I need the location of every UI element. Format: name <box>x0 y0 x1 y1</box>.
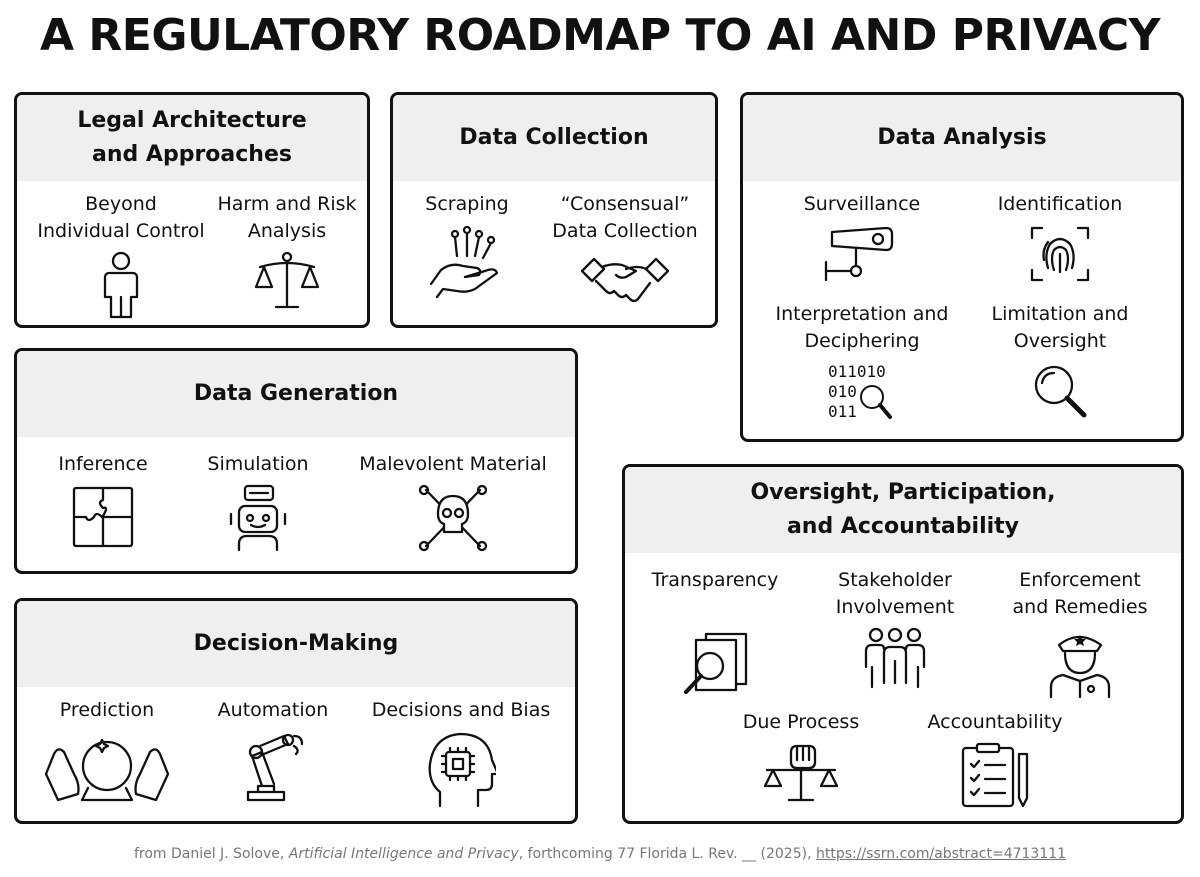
item-simulation: Simulation <box>183 451 333 552</box>
panel-data-collection: Data Collection Scraping “Consensual” Da… <box>390 92 718 328</box>
item-label: Harm and Risk Analysis <box>217 193 357 242</box>
robot-icon <box>229 484 287 552</box>
item-label: Automation <box>217 699 329 721</box>
panel-legal-architecture: Legal Architecture and Approaches Beyond… <box>14 92 370 328</box>
item-interpretation-deciphering: Interpretation and Deciphering 011010 01… <box>759 301 965 421</box>
robotic-arm-icon <box>246 733 304 802</box>
panel-title: Legal Architecture and Approaches <box>17 95 367 181</box>
panel-title: Data Collection <box>393 95 715 181</box>
item-scraping: Scraping <box>399 191 535 298</box>
item-due-process: Due Process <box>721 709 881 804</box>
panel-decision-making: Decision-Making Prediction Automation De… <box>14 598 578 824</box>
svg-text:010: 010 <box>828 382 857 401</box>
binary-magnifier-icon: 011010 010 011 <box>828 362 892 421</box>
item-surveillance: Surveillance <box>759 191 965 282</box>
item-label: Accountability <box>927 711 1063 733</box>
item-label: Stakeholder Involvement <box>835 569 955 618</box>
item-harm-risk-analysis: Harm and Risk Analysis <box>211 191 363 311</box>
citation-work-title: Artificial Intelligence and Privacy <box>288 846 519 862</box>
panel-data-generation: Data Generation Inference Simulation Mal… <box>14 348 578 574</box>
item-limitation-oversight: Limitation and Oversight <box>957 301 1163 421</box>
item-label: Transparency <box>651 569 779 591</box>
magnifier-icon <box>1034 365 1087 418</box>
group-icon <box>864 627 926 689</box>
item-decisions-bias: Decisions and Bias <box>363 697 559 810</box>
item-prediction: Prediction <box>27 697 187 804</box>
item-label: Malevolent Material <box>359 453 547 475</box>
fist-scales-icon <box>763 744 839 802</box>
citation-prefix: from Daniel J. Solove, <box>133 846 289 862</box>
item-label: Inference <box>58 453 148 475</box>
fingerprint-icon <box>1030 226 1090 282</box>
camera-icon <box>824 226 894 282</box>
item-label: Due Process <box>742 711 860 733</box>
skull-crossbones-icon <box>418 484 488 552</box>
crystal-ball-icon <box>44 738 170 802</box>
item-inference: Inference <box>23 451 183 550</box>
item-label: Prediction <box>59 699 155 721</box>
item-label: Simulation <box>207 453 309 475</box>
citation-footer: from Daniel J. Solove, Artificial Intell… <box>0 846 1200 862</box>
svg-text:011010: 011010 <box>828 362 886 381</box>
puzzle-icon <box>72 486 134 548</box>
item-label: Scraping <box>425 193 509 215</box>
handshake-icon <box>580 257 670 303</box>
item-consensual-data-collection: “Consensual” Data Collection <box>537 191 713 307</box>
item-transparency: Transparency <box>635 567 795 696</box>
panel-oversight-participation-accountability: Oversight, Participation, and Accountabi… <box>622 464 1184 824</box>
item-label: Enforcement and Remedies <box>1012 569 1148 618</box>
citation-link[interactable]: https://ssrn.com/abstract=4713111 <box>815 846 1067 862</box>
item-automation: Automation <box>193 697 353 804</box>
item-enforcement-remedies: Enforcement and Remedies <box>995 567 1165 699</box>
panel-title: Data Generation <box>17 351 575 437</box>
item-label: Limitation and Oversight <box>991 303 1129 352</box>
svg-text:011: 011 <box>828 402 857 421</box>
item-beyond-individual-control: Beyond Individual Control <box>23 191 219 321</box>
item-label: Surveillance <box>803 193 921 215</box>
item-label: Beyond Individual Control <box>37 193 205 242</box>
panel-title: Oversight, Participation, and Accountabi… <box>625 467 1181 553</box>
clipboard-checklist-icon <box>961 742 1029 808</box>
person-icon <box>103 251 139 319</box>
hand-circuit-icon <box>429 226 499 298</box>
item-identification: Identification <box>957 191 1163 284</box>
item-label: Identification <box>997 193 1123 215</box>
scales-icon <box>254 251 320 309</box>
page-title: A REGULATORY ROADMAP TO AI AND PRIVACY <box>40 10 1160 61</box>
item-stakeholder-involvement: Stakeholder Involvement <box>815 567 975 691</box>
document-magnifier-icon <box>684 632 748 694</box>
panel-title: Data Analysis <box>743 95 1181 181</box>
panel-title: Decision-Making <box>17 601 575 687</box>
police-officer-icon <box>1049 635 1111 699</box>
head-chip-icon <box>428 732 496 808</box>
item-label: Decisions and Bias <box>371 699 551 721</box>
item-malevolent-material: Malevolent Material <box>353 451 553 552</box>
panel-data-analysis: Data Analysis Surveillance Identificatio… <box>740 92 1184 442</box>
item-label: “Consensual” Data Collection <box>552 193 698 242</box>
item-accountability: Accountability <box>915 709 1075 808</box>
item-label: Interpretation and Deciphering <box>775 303 949 352</box>
citation-suffix: , forthcoming 77 Florida L. Rev. __ (202… <box>518 846 816 862</box>
